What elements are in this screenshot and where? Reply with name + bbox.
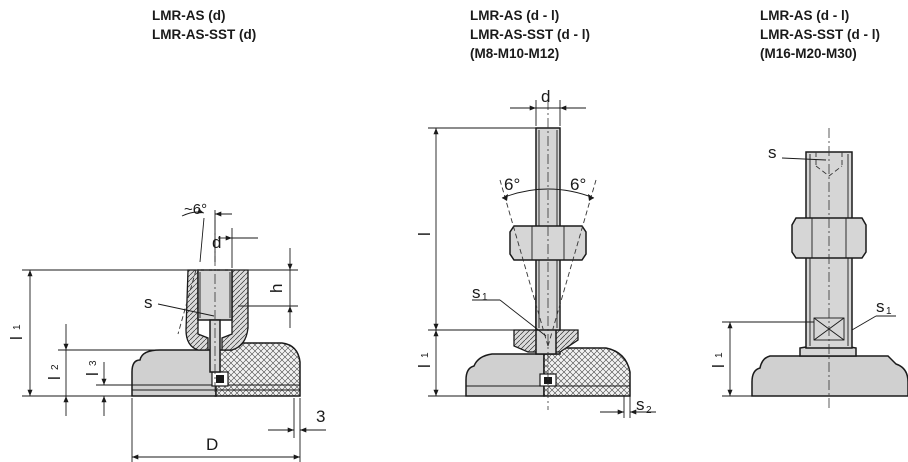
view-2-l-dim: l	[415, 127, 536, 331]
view-1-title-line-1: LMR-AS (d)	[152, 8, 225, 23]
view-1-s-label: s	[144, 293, 153, 312]
view-1-angle-dim: ~6°	[181, 201, 232, 263]
view-3: LMR-AS (d - l) LMR-AS-SST (d - l) (M16-M…	[709, 8, 908, 410]
view-2-l1-sub: 1	[420, 352, 431, 358]
view-1-3-dim: 3	[268, 398, 326, 438]
view-3-title-line-2: LMR-AS-SST (d - l)	[760, 27, 880, 42]
view-1-l1-dim: l 1	[7, 269, 196, 397]
view-3-s-leader: s	[768, 143, 827, 162]
view-2-s1-leader: s 1	[472, 283, 547, 337]
view-2-title-line-2: LMR-AS-SST (d - l)	[470, 27, 590, 42]
view-1-l2-dim: l 2	[45, 324, 160, 416]
view-1-D-label: D	[206, 435, 218, 454]
view-2-d-dim: d	[510, 87, 586, 126]
view-1-l1-label: l	[7, 336, 26, 340]
view-2-angle-left-label: 6°	[504, 175, 520, 194]
view-3-l1-label: l	[709, 364, 728, 368]
view-2-l1-dim: l 1	[415, 330, 466, 397]
view-1-l3-label: l	[83, 372, 102, 376]
view-1-l2-sub: 2	[50, 364, 61, 370]
view-2-d-label: d	[541, 87, 550, 106]
view-1-l3-sub: 3	[88, 360, 99, 366]
view-2-l1-label: l	[415, 364, 434, 368]
view-2-s2-sub: 2	[646, 405, 652, 416]
view-1-h-dim: h	[234, 248, 298, 328]
view-2-base	[465, 347, 631, 397]
view-1-h-label: h	[267, 284, 286, 293]
view-1-angle-label: ~6°	[184, 201, 207, 218]
view-3-l1-dim: l 1	[709, 321, 814, 397]
view-2: LMR-AS (d - l) LMR-AS-SST (d - l) (M8-M1…	[415, 8, 656, 418]
view-2-tilt-lines: 6° 6°	[499, 175, 597, 347]
view-1: LMR-AS (d) LMR-AS-SST (d)	[7, 8, 326, 462]
view-1-base	[131, 342, 301, 397]
view-2-s1-sub: 1	[482, 292, 488, 303]
view-3-s1-label: s	[876, 297, 885, 316]
view-1-3-label: 3	[316, 407, 325, 426]
view-2-nut	[509, 225, 587, 261]
view-2-s1-label: s	[472, 283, 481, 302]
view-1-l2-label: l	[45, 376, 64, 380]
view-2-title-line-1: LMR-AS (d - l)	[470, 8, 559, 23]
view-2-s2-dim: s 2	[600, 395, 656, 418]
view-2-title-line-3: (M8-M10-M12)	[470, 46, 559, 61]
view-3-title-line-3: (M16-M20-M30)	[760, 46, 857, 61]
view-1-d-label: d	[212, 233, 221, 252]
view-3-s1-leader: s 1	[851, 297, 896, 331]
view-1-title-line-2: LMR-AS-SST (d)	[152, 27, 256, 42]
view-1-D-dim: D	[131, 398, 301, 462]
view-1-l1-sub: 1	[12, 324, 23, 330]
view-3-l1-sub: 1	[714, 352, 725, 358]
view-1-l3-dim: l 3	[83, 360, 132, 416]
view-2-l-label: l	[415, 232, 434, 236]
view-3-title-line-1: LMR-AS (d - l)	[760, 8, 849, 23]
view-2-s2-label: s	[636, 395, 645, 414]
view-1-s-leader: s	[144, 293, 215, 317]
view-2-angle-right-label: 6°	[570, 175, 586, 194]
view-1-d-dim: d	[212, 228, 258, 268]
view-3-s1-sub: 1	[886, 306, 892, 317]
view-3-s-label: s	[768, 143, 777, 162]
view-3-base	[751, 345, 908, 397]
